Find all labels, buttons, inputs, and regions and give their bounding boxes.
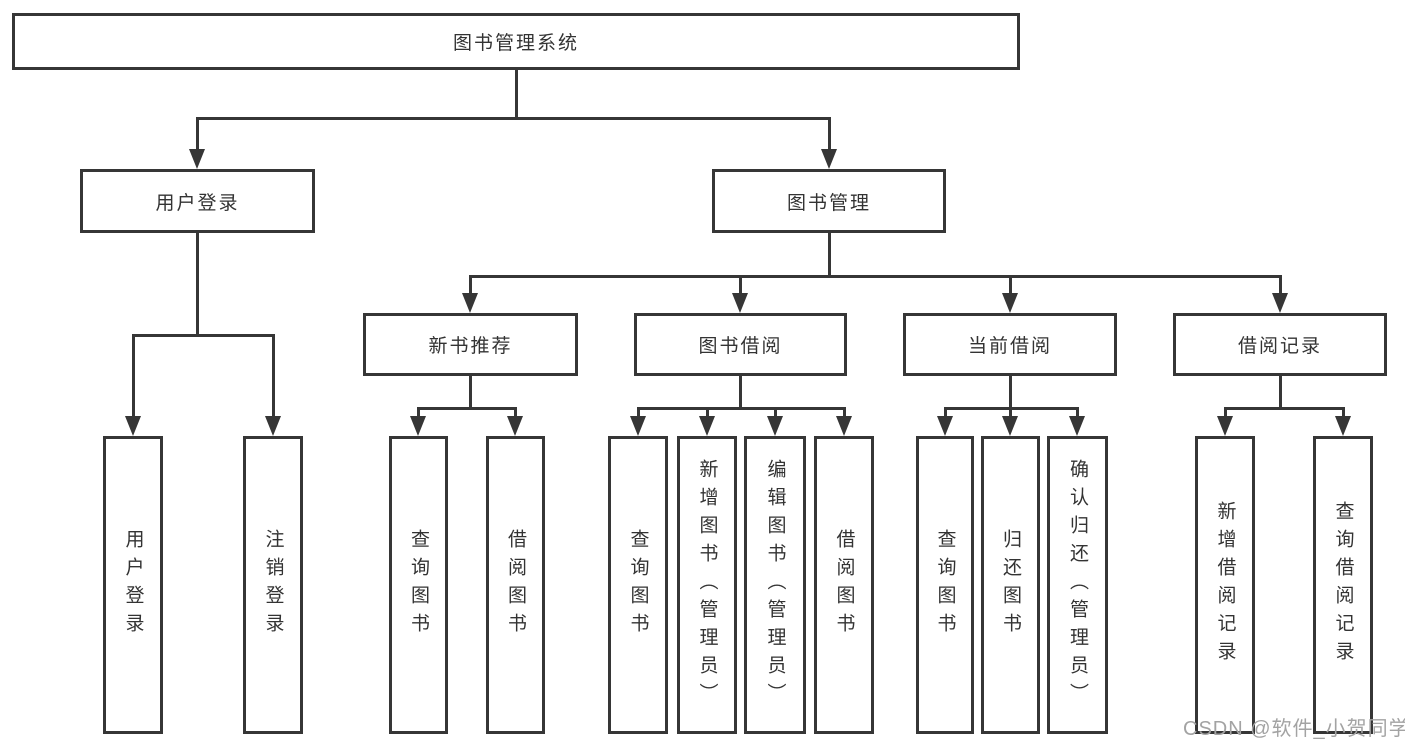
connector-drop-records — [1279, 275, 1282, 295]
connector-drop-book-mgmt — [828, 117, 831, 151]
connector-drop-recd-add — [1224, 407, 1227, 418]
node-leaf-rec-borrow-books: 借阅图书 — [486, 436, 545, 734]
arrowhead-current — [1002, 293, 1018, 313]
node-leaf-cur-confirm-return-admin: 确认归还（管理员） — [1047, 436, 1108, 734]
connector-borrow-branch — [637, 407, 846, 410]
node-leaf-cur-return-books: 归还图书 — [981, 436, 1040, 734]
node-leaf-recd-add-record: 新增借阅记录 — [1195, 436, 1255, 734]
connector-drop-rec-query — [417, 407, 420, 418]
connector-recommend-trunk — [469, 376, 472, 409]
connector-userlogin-trunk — [196, 233, 199, 335]
connector-drop-recd-query — [1342, 407, 1345, 418]
connector-drop-logout — [272, 334, 275, 416]
connector-drop-current — [1009, 275, 1012, 295]
node-leaf-cur-query-books: 查询图书 — [916, 436, 974, 734]
node-user-login: 用户登录 — [80, 169, 315, 233]
arrowhead-cur-query — [937, 416, 953, 436]
arrowhead-records — [1272, 293, 1288, 313]
arrowhead-rec-borrow — [507, 416, 523, 436]
arrowhead-cur-confirm — [1069, 416, 1085, 436]
arrowhead-rec-query — [410, 416, 426, 436]
node-book-management: 图书管理 — [712, 169, 946, 233]
connector-drop-bor-borrow — [843, 407, 846, 418]
connector-drop-recommend — [469, 275, 472, 295]
arrowhead-logout — [265, 416, 281, 436]
arrowhead-bor-query — [630, 416, 646, 436]
connector-bookmgmt-branch — [469, 275, 1282, 278]
node-leaf-recd-query-record: 查询借阅记录 — [1313, 436, 1373, 734]
node-leaf-bor-edit-books-admin: 编辑图书（管理员） — [744, 436, 806, 734]
connector-drop-login — [132, 334, 135, 416]
node-borrow-records: 借阅记录 — [1173, 313, 1387, 376]
node-leaf-bor-add-books-admin: 新增图书（管理员） — [677, 436, 737, 734]
connector-drop-borrow — [739, 275, 742, 295]
connector-bookmgmt-trunk — [828, 233, 831, 277]
connector-recommend-branch — [417, 407, 517, 410]
connector-root-trunk — [515, 70, 518, 118]
node-leaf-bor-borrow-books: 借阅图书 — [814, 436, 874, 734]
node-leaf-user-login: 用户登录 — [103, 436, 163, 734]
node-leaf-logout: 注销登录 — [243, 436, 303, 734]
arrowhead-recd-query — [1335, 416, 1351, 436]
arrowhead-bor-borrow — [836, 416, 852, 436]
connector-drop-rec-borrow — [514, 407, 517, 418]
node-new-book-recommend: 新书推荐 — [363, 313, 578, 376]
node-book-borrow: 图书借阅 — [634, 313, 847, 376]
arrowhead-bor-edit — [767, 416, 783, 436]
connector-drop-bor-edit — [774, 407, 777, 418]
connector-drop-cur-return — [1009, 407, 1012, 418]
connector-drop-bor-add — [706, 407, 709, 418]
node-library-system: 图书管理系统 — [12, 13, 1020, 70]
connector-records-trunk — [1279, 376, 1282, 409]
connector-current-trunk — [1009, 376, 1012, 409]
arrowhead-login — [125, 416, 141, 436]
arrowhead-borrow — [732, 293, 748, 313]
connector-drop-cur-confirm — [1076, 407, 1079, 418]
node-leaf-bor-query-books: 查询图书 — [608, 436, 668, 734]
node-leaf-rec-query-books: 查询图书 — [389, 436, 448, 734]
connector-drop-bor-query — [637, 407, 640, 418]
connector-drop-cur-query — [944, 407, 947, 418]
arrowhead-recd-add — [1217, 416, 1233, 436]
arrowhead-recommend — [462, 293, 478, 313]
connector-userlogin-branch — [132, 334, 274, 337]
arrowhead-bor-add — [699, 416, 715, 436]
connector-root-branch — [196, 117, 830, 120]
arrowhead-cur-return — [1002, 416, 1018, 436]
connector-drop-user-login — [196, 117, 199, 151]
arrowhead-book-mgmt — [821, 149, 837, 169]
node-current-borrow: 当前借阅 — [903, 313, 1117, 376]
csdn-watermark: CSDN @软件_小贺同学 — [1183, 718, 1405, 740]
connector-borrow-trunk — [739, 376, 742, 409]
arrowhead-user-login — [189, 149, 205, 169]
connector-records-branch — [1224, 407, 1345, 410]
